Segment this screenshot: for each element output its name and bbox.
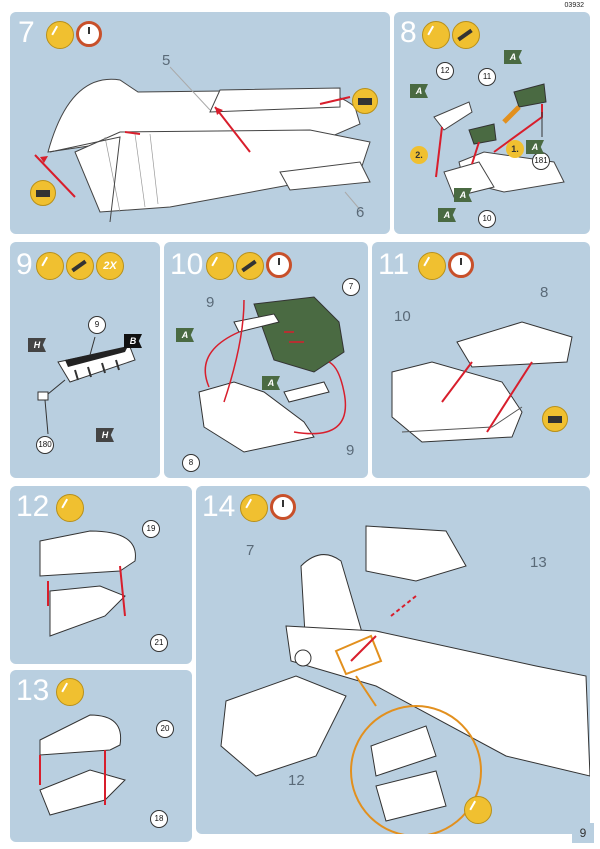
- paint-flag-b: B: [124, 334, 142, 348]
- step-7-drawing: [34, 66, 371, 223]
- clock-icon: [270, 494, 296, 520]
- paint-flag-a: A: [410, 84, 428, 98]
- part-callout: 21: [150, 634, 168, 652]
- part-label: 10: [394, 308, 411, 325]
- step-10-drawing: [198, 296, 347, 453]
- part-callout: 9: [88, 316, 106, 334]
- step-10-panel: 10 9 9 7 8 A A: [164, 242, 368, 478]
- part-label: 7: [246, 542, 255, 559]
- part-callout: 8: [182, 454, 200, 472]
- step-number: 10: [170, 248, 204, 281]
- part-callout: 10: [478, 210, 496, 228]
- step-8-drawing: [433, 83, 565, 198]
- step-14-panel: 14 7 13 12: [196, 486, 590, 834]
- part-callout: 180: [36, 436, 54, 454]
- step-number: 8: [400, 16, 417, 49]
- part-callout: 18: [150, 810, 168, 828]
- paint-flag-h: H: [28, 338, 46, 352]
- glue-icon: [240, 494, 268, 522]
- paint-icon: [452, 21, 480, 49]
- part-label: 12: [288, 772, 305, 789]
- part-callout: 11: [478, 68, 496, 86]
- quantity-badge: 2X: [96, 252, 124, 280]
- step-number: 14: [202, 490, 236, 523]
- glue-icon: [46, 21, 74, 49]
- step-number: 13: [16, 674, 50, 707]
- paint-icon: [236, 252, 264, 280]
- paint-flag-a: A: [526, 140, 544, 154]
- glue-icon: [422, 21, 450, 49]
- clamp-icon: [30, 180, 56, 206]
- paint-flag-a: A: [176, 328, 194, 342]
- step-7-panel: 7 5 6: [10, 12, 390, 234]
- step-number: 9: [16, 248, 33, 281]
- clamp-icon: [352, 88, 378, 114]
- step-12-drawing: [39, 530, 136, 637]
- clock-icon: [448, 252, 474, 278]
- step-number: 11: [378, 248, 410, 281]
- paint-flag-a: A: [438, 208, 456, 222]
- part-label: 8: [540, 284, 549, 301]
- part-callout: 181: [532, 152, 550, 170]
- paint-flag-a: A: [454, 188, 472, 202]
- step-11-drawing: [391, 321, 573, 443]
- paint-flag-a: A: [262, 376, 280, 390]
- glue-icon: [206, 252, 234, 280]
- step-number: 12: [16, 490, 50, 523]
- part-callout: 12: [436, 62, 454, 80]
- step-number: 7: [18, 16, 35, 49]
- clock-icon: [76, 21, 102, 47]
- part-callout: 19: [142, 520, 160, 538]
- step-9-drawing: [37, 336, 136, 435]
- glue-icon: [418, 252, 446, 280]
- step-13-panel: 13 20 18: [10, 670, 192, 842]
- order-badge: 2.: [410, 146, 428, 164]
- order-badge: 1.: [506, 140, 524, 158]
- part-callout: 20: [156, 720, 174, 738]
- glue-icon: [56, 494, 84, 522]
- step-9-panel: 9 2X 9 180 H B H: [10, 242, 160, 478]
- clock-icon: [266, 252, 292, 278]
- clamp-icon: [542, 406, 568, 432]
- page-number: 9: [572, 823, 594, 843]
- paint-icon: [66, 252, 94, 280]
- part-label: 5: [162, 52, 171, 69]
- part-label: 9: [346, 442, 355, 459]
- step-12-panel: 12 19 21: [10, 486, 192, 664]
- part-callout: 7: [342, 278, 360, 296]
- step-11-panel: 11 10 8: [372, 242, 590, 478]
- step-14-drawing: [220, 525, 590, 834]
- paint-flag-a: A: [504, 50, 522, 64]
- asterisk-icon: [464, 796, 492, 824]
- part-label: 13: [530, 554, 547, 571]
- glue-icon: [36, 252, 64, 280]
- product-code: 03932: [564, 2, 584, 9]
- part-label: 6: [356, 204, 365, 221]
- glue-icon: [56, 678, 84, 706]
- step-13-drawing: [39, 714, 126, 816]
- part-label: 9: [206, 294, 215, 311]
- step-8-panel: 8 12 11 181 10 A A A A A 2. 1.: [394, 12, 590, 234]
- paint-flag-h: H: [96, 428, 114, 442]
